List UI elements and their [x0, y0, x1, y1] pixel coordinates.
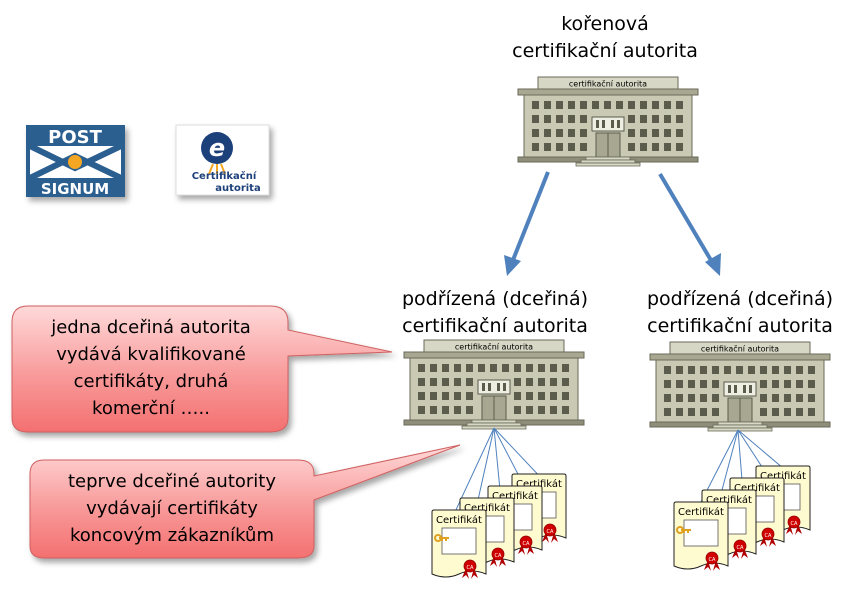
- svg-text:CA: CA: [765, 533, 772, 539]
- callout-bottom: [29, 444, 461, 559]
- callout-top-line2: vydává kvalifikované: [56, 344, 246, 365]
- root-ca-label: kořenová certifikační autorita: [490, 11, 720, 65]
- svg-text:CA: CA: [467, 565, 474, 571]
- sub-right-ca-label-line2: certifikační autorita: [647, 315, 833, 337]
- svg-text:CA: CA: [523, 541, 530, 547]
- sub-right-building-sign: certifikační autorita: [701, 344, 779, 354]
- callout-top: [11, 305, 393, 433]
- root-to-left-arrow: [504, 171, 550, 276]
- callout-bottom-line2: vydávají certifikáty: [86, 498, 258, 519]
- callout-top-text: jedna dceřiná autorita vydává kvalifikov…: [14, 314, 288, 422]
- callout-bottom-text: teprve dceřiné autority vydávají certifi…: [30, 468, 314, 549]
- postsignum-top-text: POST: [48, 127, 102, 148]
- sub-left-building-sign: certifikační autorita: [455, 342, 533, 352]
- callout-bottom-line1: teprve dceřiné autority: [67, 471, 277, 492]
- eca-text-line2: autorita: [215, 183, 260, 194]
- svg-text:CA: CA: [495, 553, 502, 559]
- callout-top-line4: komerční …..: [92, 398, 210, 419]
- postsignum-logo: POST SIGNUM: [26, 125, 125, 198]
- eca-logo: e Certifikační autorita: [175, 124, 270, 196]
- root-ca-label-line1: kořenová: [561, 13, 649, 35]
- svg-text:CA: CA: [791, 521, 798, 527]
- svg-text:CA: CA: [547, 529, 554, 535]
- callout-top-line1: jedna dceřiná autorita: [51, 317, 251, 338]
- sub-left-ca-label-line1: podřízená (dceřiná): [401, 288, 589, 310]
- svg-text:CA: CA: [709, 557, 716, 563]
- postsignum-bottom-text: SIGNUM: [41, 180, 109, 198]
- callout-top-line3: certifikáty, druhá: [73, 371, 229, 392]
- svg-text:Certifikát: Certifikát: [678, 506, 724, 518]
- sub-right-ca-label: podřízená (dceřiná) certifikační autorit…: [630, 286, 850, 340]
- root-building-sign: certifikační autorita: [569, 79, 647, 89]
- eca-text-line1: Certifikační: [192, 170, 257, 182]
- root-ca-label-line2: certifikační autorita: [512, 40, 698, 62]
- root-ca-building: certifikační autorita: [517, 76, 699, 167]
- root-to-right-arrow: [658, 172, 721, 276]
- sub-right-ca-building: certifikační autorita: [649, 341, 831, 432]
- svg-text:Certifikát: Certifikát: [436, 514, 482, 526]
- svg-text:CA: CA: [737, 545, 744, 551]
- callout-bottom-line3: koncovým zákazníkům: [70, 525, 274, 546]
- sub-left-ca-building: certifikační autorita: [403, 339, 585, 430]
- sub-right-ca-label-line1: podřízená (dceřiná): [646, 288, 834, 310]
- eca-letter: e: [209, 134, 225, 162]
- sub-left-ca-label-line2: certifikační autorita: [402, 315, 588, 337]
- sub-left-ca-label: podřízená (dceřiná) certifikační autorit…: [385, 286, 605, 340]
